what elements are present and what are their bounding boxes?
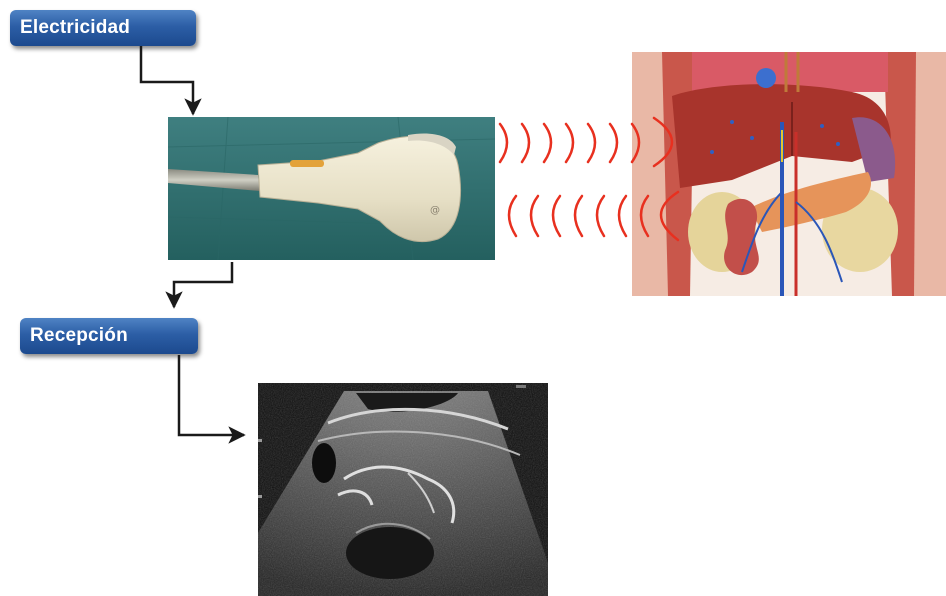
arrow-recepcion-to-scan [179,355,244,435]
arrow-probe-to-recepcion [174,262,232,307]
returning-echo-waves [509,192,678,240]
outgoing-sound-waves [500,118,672,166]
arrow-electricidad-to-probe [141,46,193,114]
